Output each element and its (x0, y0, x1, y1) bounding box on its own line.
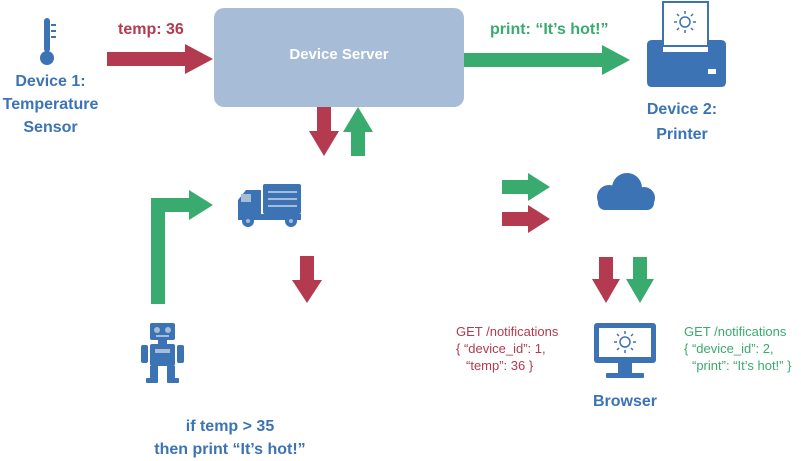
automaton-title: Automaton (204, 333, 284, 350)
device1-label: Device 1: Temperature Sensor (0, 70, 101, 139)
device-server-title: Device Server (289, 46, 389, 63)
printer-icon (647, 1, 726, 87)
device2-label-line1: Device 2: (646, 101, 718, 118)
device1-label-line3: Sensor (23, 119, 78, 136)
monitor-icon (594, 323, 656, 378)
device-server-box[interactable]: Device Server (214, 8, 464, 107)
device1-label-line2: Temperature (2, 96, 99, 113)
request-right-line2: { “device_id”: 2, (684, 341, 774, 356)
browser-label: Browser (592, 393, 658, 410)
arrow-temp-to-server (107, 44, 213, 74)
truck-icon (238, 184, 301, 227)
arrow-bus-to-rest-red (502, 205, 550, 233)
automaton-rule-line2: then print “It’s hot!” (154, 441, 306, 458)
request-right: GET /notifications { “device_id”: 2, “pr… (684, 323, 791, 374)
temp-edge-label: temp: 36 (118, 21, 184, 38)
arrow-bus-to-rest-green (502, 173, 550, 201)
arrow-server-to-bus (309, 107, 339, 156)
device1-label-line1: Device 1: (15, 73, 86, 90)
arrow-bus-to-server (343, 107, 373, 156)
robot-icon (141, 323, 184, 383)
print-edge-label: print: “It’s hot!” (490, 21, 609, 38)
automaton-rule-line1: if temp > 35 (185, 418, 275, 435)
rest-title: REST (604, 220, 645, 237)
thermometer-icon (40, 18, 56, 65)
request-left-line3: “temp”: 36 } (466, 358, 534, 373)
request-left-line2: { “device_id”: 1, (456, 341, 546, 356)
automaton-rule: if temp > 35 then print “It’s hot!” (120, 415, 340, 461)
arrow-bus-to-automaton (292, 256, 322, 303)
automaton-subtitle: Python Scripts (204, 355, 301, 372)
request-right-line1: GET /notifications (684, 324, 787, 339)
arrow-server-to-printer (464, 45, 630, 75)
device2-label-line2: Printer (656, 126, 708, 143)
device2-label: Device 2: Printer (627, 97, 737, 147)
cloud-icon (597, 173, 655, 210)
request-left-line1: GET /notifications (456, 324, 559, 339)
rest-box[interactable] (550, 157, 700, 257)
request-left: GET /notifications { “device_id”: 1, “te… (456, 323, 558, 374)
request-right-line3: “print”: “It’s hot!” } (692, 358, 792, 373)
message-bus-subtitle: Delivers notifications (318, 206, 456, 223)
arrow-rest-to-browser-red (592, 257, 620, 303)
automaton-box[interactable] (102, 304, 352, 403)
arrow-rest-to-browser-green (626, 257, 654, 303)
message-bus-title: Message Bus (318, 185, 414, 202)
arrow-automaton-to-bus (151, 190, 213, 304)
